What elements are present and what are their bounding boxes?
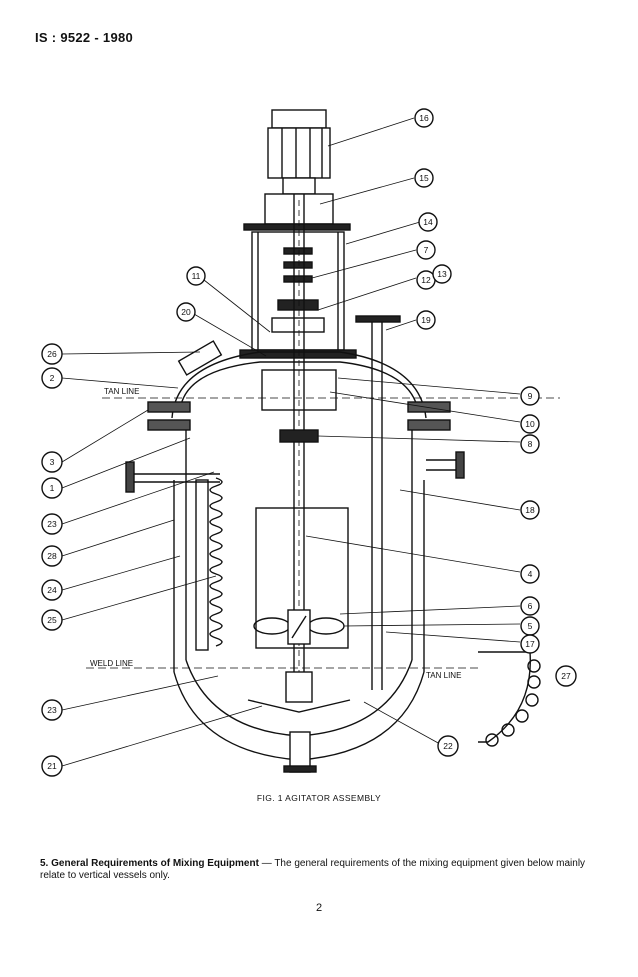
callout-5: 5 <box>520 616 540 636</box>
vessel-body <box>147 351 451 773</box>
bottom-support <box>247 699 351 713</box>
callout-17: 17 <box>520 634 540 654</box>
callout-10: 10 <box>520 414 540 434</box>
svg-text:22: 22 <box>443 741 453 751</box>
seal-housing <box>261 369 337 411</box>
heating-coil <box>209 477 223 647</box>
callout-18: 18 <box>520 500 540 520</box>
svg-text:16: 16 <box>419 113 429 123</box>
svg-text:24: 24 <box>47 585 57 595</box>
svg-text:6: 6 <box>528 601 533 611</box>
callout-25: 25 <box>41 609 63 631</box>
svg-text:20: 20 <box>181 307 191 317</box>
svg-text:15: 15 <box>419 173 429 183</box>
agitator-assembly-figure: TAN LINE TAN LINE WELD LINE 16 15 <box>41 108 577 777</box>
section-body: — The general requirements of the mixing… <box>40 858 586 881</box>
callout-23-upper: 23 <box>41 513 63 535</box>
jacket-detail <box>478 651 541 747</box>
callout-26: 27 <box>555 665 577 687</box>
callout-22: 22 <box>437 735 459 757</box>
callout-12: 12 <box>416 270 436 290</box>
svg-text:11: 11 <box>192 271 201 281</box>
svg-text:21: 21 <box>47 761 57 771</box>
svg-text:14: 14 <box>423 217 433 227</box>
standard-header: IS : 9522 - 1980 <box>35 30 134 45</box>
svg-text:1: 1 <box>50 483 55 493</box>
callout-15: 15 <box>414 168 434 188</box>
svg-text:25: 25 <box>47 615 57 625</box>
callout-21: 21 <box>41 755 63 777</box>
svg-text:23: 23 <box>47 519 57 529</box>
callout-1: 1 <box>41 477 63 499</box>
callout-23-lower: 23 <box>41 699 63 721</box>
section-paragraph: 5. General Requirements of Mixing Equipm… <box>40 858 610 882</box>
manhole-nozzle <box>177 340 223 376</box>
callout-27: 26 <box>41 343 63 365</box>
motor <box>243 109 351 231</box>
svg-text:13: 13 <box>437 269 447 279</box>
page-number: 2 <box>315 902 323 914</box>
callout-14: 14 <box>418 212 438 232</box>
svg-text:2: 2 <box>50 373 55 383</box>
tan-line-top-label: TAN LINE <box>104 387 139 396</box>
callout-20: 20 <box>176 302 196 322</box>
svg-text:12: 12 <box>421 275 431 285</box>
svg-text:19: 19 <box>421 315 431 325</box>
svg-text:17: 17 <box>525 639 535 649</box>
weld-line-label: WELD LINE <box>90 659 133 668</box>
callout-9: 9 <box>520 386 540 406</box>
svg-text:8: 8 <box>528 439 533 449</box>
svg-text:7: 7 <box>424 245 429 255</box>
drive-housing <box>239 231 357 359</box>
svg-text:18: 18 <box>525 505 535 515</box>
callout-3: 3 <box>41 451 63 473</box>
callout-4: 4 <box>520 564 540 584</box>
bottom-bearing <box>285 671 313 703</box>
tan-line-bottom-label: TAN LINE <box>426 671 461 680</box>
callout-6: 6 <box>520 596 540 616</box>
callout-11: 11 <box>186 266 206 286</box>
svg-text:10: 10 <box>525 419 535 429</box>
svg-text:23: 23 <box>47 705 57 715</box>
callout-2: 2 <box>41 367 63 389</box>
svg-text:3: 3 <box>50 457 55 467</box>
callout-8: 8 <box>520 434 540 454</box>
section-heading: 5. General Requirements of Mixing Equipm… <box>40 858 259 869</box>
impeller <box>253 609 345 645</box>
callout-16: 16 <box>414 108 434 128</box>
callout-19: 19 <box>416 310 436 330</box>
svg-text:26: 26 <box>47 349 57 359</box>
svg-text:4: 4 <box>528 569 533 579</box>
svg-text:28: 28 <box>47 551 57 561</box>
figure-caption: FIG. 1 AGITATOR ASSEMBLY <box>256 793 382 803</box>
svg-text:9: 9 <box>528 391 533 401</box>
callout-24: 24 <box>41 579 63 601</box>
baffle <box>195 479 209 651</box>
callout-13: 13 <box>432 264 452 284</box>
callout-7: 7 <box>416 240 436 260</box>
svg-text:27: 27 <box>561 671 571 681</box>
draft-tube <box>255 507 349 649</box>
callout-28: 28 <box>41 545 63 567</box>
coupling <box>279 429 319 443</box>
svg-text:5: 5 <box>528 621 533 631</box>
